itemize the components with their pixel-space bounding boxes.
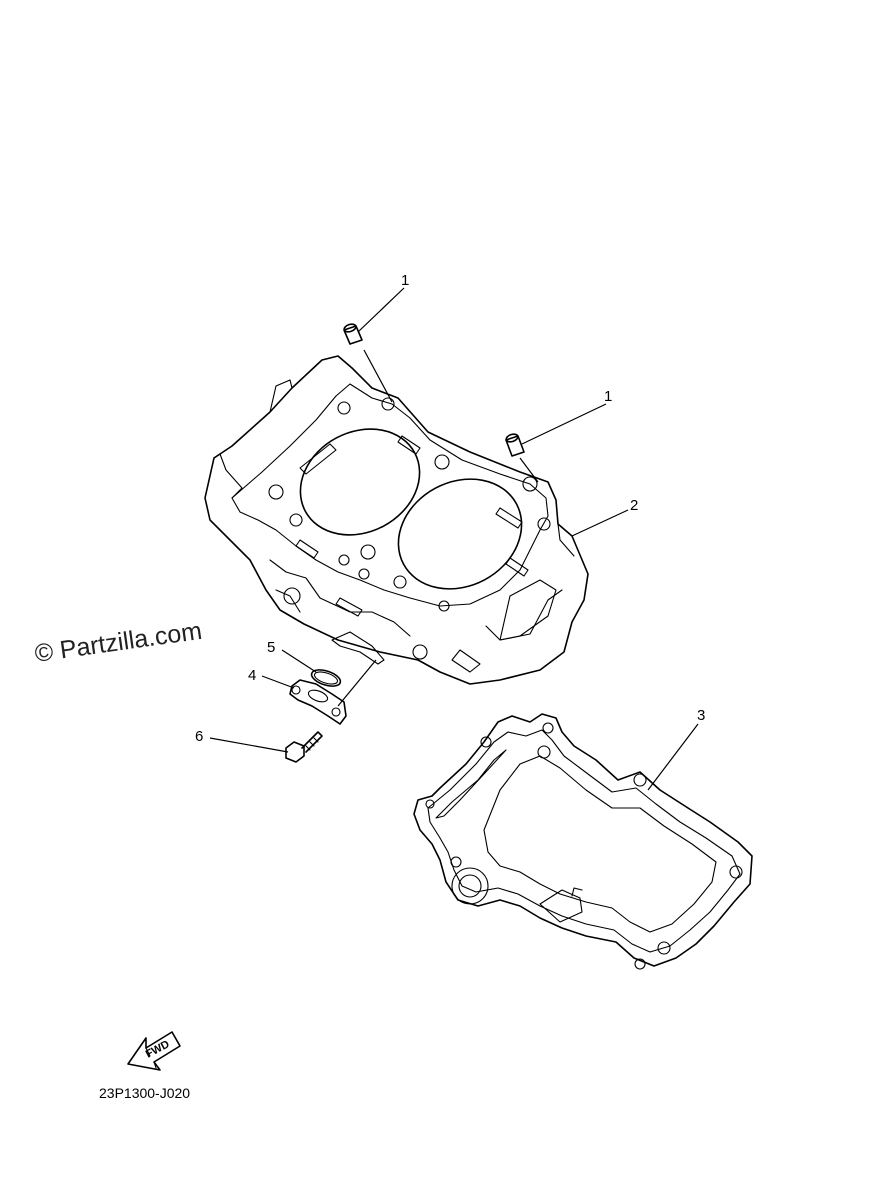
bolt[interactable] <box>285 731 323 763</box>
leader-lines <box>209 287 699 791</box>
o-ring[interactable] <box>310 667 343 690</box>
watermark-text: © Partzilla.com <box>33 617 204 668</box>
cylinder-gasket[interactable] <box>413 713 753 970</box>
bracket-fitting[interactable] <box>289 679 347 725</box>
callout-5: 5 <box>267 639 275 656</box>
block-fitting <box>331 631 385 665</box>
callout-4: 4 <box>248 667 256 684</box>
fwd-arrow-icon: FWD <box>127 1031 181 1071</box>
dowel-pin-right[interactable] <box>505 433 525 457</box>
diagram-code: 23P1300-J020 <box>99 1085 190 1101</box>
dowel-pin-left[interactable] <box>343 323 363 345</box>
callout-1a: 1 <box>401 272 409 289</box>
cylinder-block[interactable] <box>204 355 589 685</box>
callout-1b: 1 <box>604 388 612 405</box>
callout-6: 6 <box>195 728 203 745</box>
fwd-label: FWD <box>144 1038 172 1060</box>
callout-3: 3 <box>697 707 705 724</box>
callout-2: 2 <box>630 497 638 514</box>
